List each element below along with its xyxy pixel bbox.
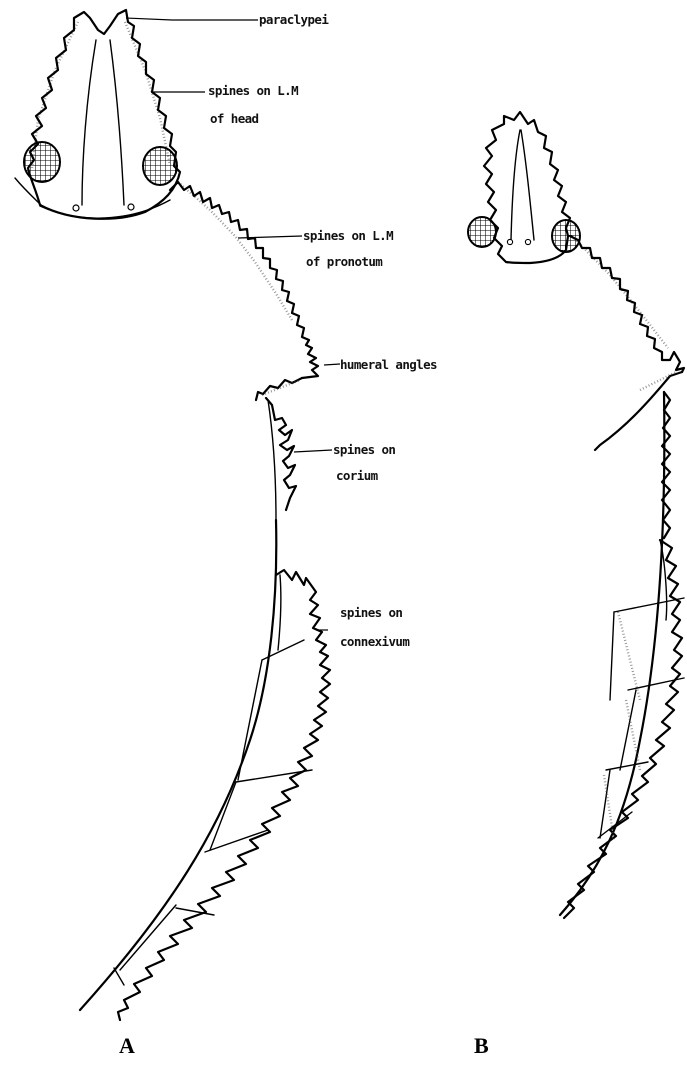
head-outline-a (28, 10, 180, 219)
connexivum-spines-a (118, 570, 330, 1020)
label-spines-pronotum-1: spines on L.M (303, 228, 393, 243)
pronotum-margin-b (570, 236, 684, 372)
pronotum-margin-a-line (170, 182, 318, 378)
eye-left-b (468, 217, 496, 247)
eye-right-a (143, 147, 177, 185)
eye-right-b (552, 220, 580, 252)
label-humeral-angles: humeral angles (340, 357, 437, 372)
label-spines-connexivum-2: connexivum (340, 634, 410, 649)
label-spines-head-1: spines on L.M (208, 83, 298, 98)
label-spines-corium-1: spines on (333, 442, 395, 457)
label-spines-pronotum-2: of pronotum (306, 254, 383, 269)
pronotum-margin-a (178, 182, 292, 320)
label-spines-head-2: of head (210, 111, 259, 126)
head-a (15, 10, 180, 219)
eye-left-a (24, 142, 60, 182)
body-curve-a (80, 520, 276, 1010)
drawing-b (468, 112, 684, 918)
label-spines-corium-2: corium (336, 468, 379, 483)
drawing-a (15, 10, 330, 1020)
panel-label-a: A (119, 1033, 135, 1058)
panel-label-b: B (474, 1033, 489, 1058)
head-b (468, 112, 580, 263)
label-paraclypei: paraclypei (259, 12, 329, 27)
label-spines-connexivum-1: spines on (340, 605, 402, 620)
